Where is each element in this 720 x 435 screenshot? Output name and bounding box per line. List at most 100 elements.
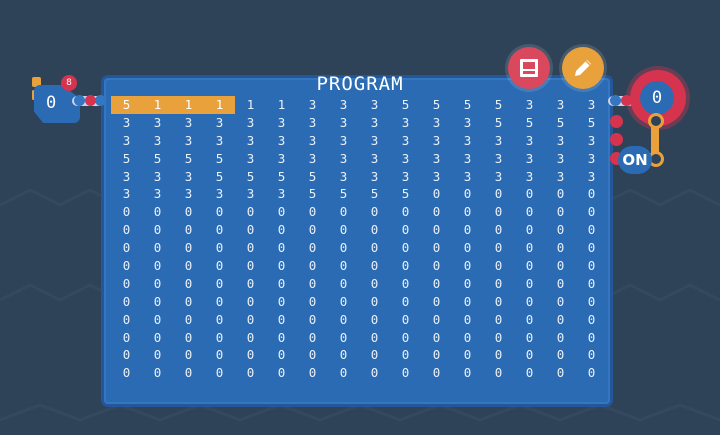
program-cell[interactable]: 0 <box>339 311 348 327</box>
program-cell[interactable]: 0 <box>277 293 286 309</box>
program-cell[interactable]: 0 <box>339 258 348 274</box>
program-cell[interactable]: 0 <box>401 293 410 309</box>
program-cell[interactable]: 0 <box>401 222 410 238</box>
program-cell[interactable]: 1 <box>277 97 286 112</box>
program-cell[interactable]: 0 <box>401 204 410 220</box>
program-cell[interactable]: 5 <box>153 150 162 166</box>
program-cell[interactable]: 0 <box>463 222 472 238</box>
program-cell[interactable]: 0 <box>587 186 596 202</box>
program-cell[interactable]: 3 <box>184 168 193 184</box>
program-cell[interactable]: 0 <box>463 293 472 309</box>
program-cell[interactable]: 5 <box>432 97 441 112</box>
side-port-dot[interactable] <box>610 115 623 128</box>
program-cell[interactable]: 3 <box>122 186 131 202</box>
program-cell[interactable]: 0 <box>215 240 224 256</box>
program-cell[interactable]: 3 <box>432 114 441 130</box>
program-cell[interactable]: 0 <box>556 329 565 345</box>
edit-button[interactable] <box>562 47 604 89</box>
program-cell[interactable]: 0 <box>370 293 379 309</box>
program-cell[interactable]: 3 <box>432 150 441 166</box>
side-port-dot[interactable] <box>610 133 623 146</box>
program-cell[interactable]: 0 <box>494 258 503 274</box>
program-cell[interactable]: 3 <box>246 186 255 202</box>
program-cell[interactable]: 3 <box>339 132 348 148</box>
program-cell[interactable]: 0 <box>277 222 286 238</box>
program-cell[interactable]: 0 <box>463 329 472 345</box>
program-cell[interactable]: 3 <box>184 186 193 202</box>
program-cell[interactable]: 3 <box>587 132 596 148</box>
program-cell[interactable]: 5 <box>277 168 286 184</box>
program-cell[interactable]: 0 <box>525 222 534 238</box>
program-cell[interactable]: 0 <box>494 347 503 363</box>
program-cell[interactable]: 0 <box>432 329 441 345</box>
program-cell[interactable]: 0 <box>587 204 596 220</box>
program-cell[interactable]: 0 <box>246 311 255 327</box>
program-cell[interactable]: 0 <box>556 347 565 363</box>
program-cell[interactable]: 0 <box>153 329 162 345</box>
program-cell[interactable]: 5 <box>370 186 379 202</box>
program-cell[interactable]: 3 <box>277 186 286 202</box>
program-cell[interactable]: 0 <box>184 365 193 381</box>
program-cell[interactable]: 3 <box>122 114 131 130</box>
program-cell[interactable]: 0 <box>122 222 131 238</box>
program-cell[interactable]: 5 <box>587 114 596 130</box>
program-cell[interactable]: 3 <box>370 132 379 148</box>
program-cell[interactable]: 0 <box>246 275 255 291</box>
program-cell[interactable]: 0 <box>370 275 379 291</box>
program-cell[interactable]: 0 <box>556 240 565 256</box>
program-cell[interactable]: 3 <box>339 150 348 166</box>
program-cell[interactable]: 5 <box>525 114 534 130</box>
program-cell[interactable]: 0 <box>153 240 162 256</box>
program-cell[interactable]: 3 <box>432 168 441 184</box>
program-cell[interactable]: 3 <box>215 186 224 202</box>
program-cell[interactable]: 1 <box>142 96 173 114</box>
program-cell[interactable]: 0 <box>339 222 348 238</box>
program-cell[interactable]: 0 <box>308 240 317 256</box>
program-cell[interactable]: 0 <box>184 329 193 345</box>
program-cell[interactable]: 5 <box>463 97 472 112</box>
program-cell[interactable]: 0 <box>556 311 565 327</box>
program-cell[interactable]: 0 <box>153 365 162 381</box>
program-cell[interactable]: 0 <box>432 365 441 381</box>
program-cell[interactable]: 0 <box>215 311 224 327</box>
program-cell[interactable]: 5 <box>556 114 565 130</box>
program-cell[interactable]: 0 <box>277 258 286 274</box>
program-cell[interactable]: 0 <box>339 329 348 345</box>
program-cell[interactable]: 0 <box>277 365 286 381</box>
program-cell[interactable]: 3 <box>401 150 410 166</box>
program-cell[interactable]: 0 <box>587 275 596 291</box>
program-cell[interactable]: 0 <box>184 204 193 220</box>
program-cell[interactable]: 3 <box>153 186 162 202</box>
program-cell[interactable]: 0 <box>308 204 317 220</box>
program-cell[interactable]: 0 <box>556 204 565 220</box>
program-cell[interactable]: 0 <box>587 240 596 256</box>
program-cell[interactable]: 0 <box>122 293 131 309</box>
program-cell[interactable]: 5 <box>246 168 255 184</box>
program-cell[interactable]: 0 <box>463 275 472 291</box>
program-cell[interactable]: 5 <box>215 150 224 166</box>
program-cell[interactable]: 0 <box>525 258 534 274</box>
program-cell[interactable]: 0 <box>463 204 472 220</box>
program-cell[interactable]: 0 <box>556 293 565 309</box>
program-cell[interactable]: 3 <box>339 114 348 130</box>
program-cell[interactable]: 0 <box>587 311 596 327</box>
program-cell[interactable]: 3 <box>463 168 472 184</box>
program-cell[interactable]: 3 <box>432 132 441 148</box>
program-cell[interactable]: 0 <box>370 258 379 274</box>
program-cell[interactable]: 0 <box>494 329 503 345</box>
program-cell[interactable]: 0 <box>370 347 379 363</box>
program-cell[interactable]: 3 <box>556 150 565 166</box>
program-cell[interactable]: 3 <box>122 132 131 148</box>
program-cell[interactable]: 0 <box>432 275 441 291</box>
program-cell[interactable]: 3 <box>153 132 162 148</box>
program-cell[interactable]: 0 <box>308 222 317 238</box>
program-cell[interactable]: 3 <box>463 114 472 130</box>
program-cell[interactable]: 3 <box>556 168 565 184</box>
program-cell[interactable]: 0 <box>463 365 472 381</box>
program-cell[interactable]: 0 <box>215 204 224 220</box>
program-cell[interactable]: 0 <box>153 258 162 274</box>
program-cell[interactable]: 0 <box>122 275 131 291</box>
program-cell[interactable]: 1 <box>204 96 235 114</box>
program-cell[interactable]: 0 <box>277 275 286 291</box>
program-cell[interactable]: 0 <box>122 347 131 363</box>
